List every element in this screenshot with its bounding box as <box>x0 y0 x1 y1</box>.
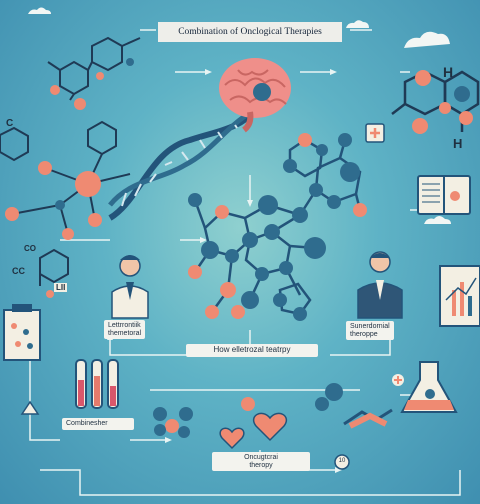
label-right-doctor: Sunerdornial theroppe <box>346 321 394 341</box>
heart-icons <box>219 412 288 450</box>
book-icon <box>417 175 471 215</box>
network-left <box>0 120 131 286</box>
label-bottom-left: Combinesher <box>62 418 134 430</box>
label-left-doctor: Lettrrontiik themetoral <box>104 320 146 340</box>
doctor-right <box>357 251 403 319</box>
atoms-left <box>5 161 102 298</box>
handshake-icon <box>343 408 393 429</box>
doctor-left <box>111 255 149 319</box>
clouds <box>28 7 451 224</box>
atom-letter-h-bottom: H <box>453 136 463 151</box>
molecule-atoms <box>188 133 367 321</box>
chart-board-icon <box>439 265 480 327</box>
structural-formula-top-left <box>47 36 141 101</box>
clipboard-icon <box>3 304 41 361</box>
circle-number: 10 <box>338 458 346 464</box>
dna-helix <box>108 103 263 221</box>
atoms-bottom <box>153 383 343 438</box>
brain <box>219 58 291 133</box>
label-center: How elletrozal teatrpy <box>186 344 318 357</box>
arrowheads <box>107 69 393 473</box>
plus-badges <box>365 123 404 386</box>
warning-icon <box>20 400 40 415</box>
flask-icon <box>400 361 458 413</box>
test-tubes-icon <box>75 359 119 409</box>
atom-letter-co: CO <box>24 244 36 253</box>
diagram-title: Combination of Onclogical Therapies <box>158 22 342 42</box>
atom-letter-c: C <box>6 118 14 129</box>
atom-letter-h-top: H <box>443 64 454 80</box>
atoms-right <box>412 70 473 134</box>
circle-badge <box>334 454 350 470</box>
label-bottom-center: Oncugtcrai theropy <box>212 452 310 472</box>
atom-letter-lii: LII <box>54 283 68 292</box>
atoms-top-left <box>50 58 134 110</box>
atom-letter-cc: CC <box>12 266 25 276</box>
